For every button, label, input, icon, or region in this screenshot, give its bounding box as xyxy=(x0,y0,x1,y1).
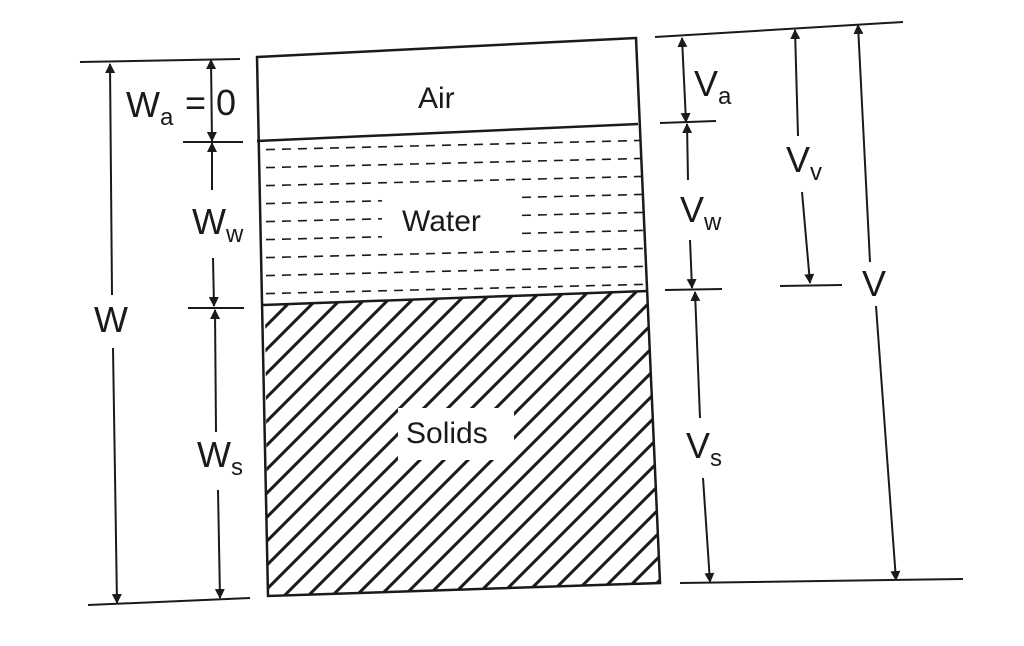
weight-solids-arrow-bottom xyxy=(214,489,225,599)
weight-total-arrow-bottom xyxy=(111,347,122,604)
solids-hatch-line xyxy=(580,292,660,595)
solids-hatch-line xyxy=(265,292,530,595)
volume-solids-arrow-top xyxy=(690,291,701,419)
solids-hatch-line xyxy=(532,292,660,595)
solids-hatch-line xyxy=(0,280,96,610)
volume-air-arrow xyxy=(677,37,691,123)
volume-voids-arrow-top xyxy=(790,29,801,137)
volume-total-label: V xyxy=(862,263,886,304)
soil-column xyxy=(255,36,662,598)
volume-water-arrow-bottom xyxy=(686,239,697,289)
volume-water-arrow-top xyxy=(682,123,693,181)
weight-air-label: Wa xyxy=(126,84,174,131)
water-solids-boundary xyxy=(262,289,649,307)
weight-water-label: Ww xyxy=(192,201,244,248)
solids-hatch-line xyxy=(265,292,410,595)
solids-hatch-line xyxy=(412,292,660,595)
weight-water-arrow-bottom xyxy=(208,257,219,307)
volume-solids-arrow-bottom xyxy=(702,477,715,583)
volume-voids-label: Vv xyxy=(786,139,822,186)
solids-hatch-line xyxy=(0,280,24,610)
solids-hatch-line xyxy=(726,280,1024,610)
solids-hatch-line xyxy=(265,292,434,595)
weight-air-arrow xyxy=(206,59,217,142)
solids-hatch-line xyxy=(265,292,554,595)
volume-dimensions xyxy=(654,21,964,584)
weight-solids-arrow-top xyxy=(210,309,221,433)
solids-hatch-line xyxy=(388,292,660,595)
volume-water-label: Vw xyxy=(680,189,722,236)
solids-hatch-line xyxy=(364,292,660,595)
volume-voids-arrow-bottom xyxy=(801,191,815,284)
solids-hatch-line xyxy=(628,292,660,595)
weight-air-zero: = 0 xyxy=(185,82,236,123)
weight-total-arrow-top xyxy=(105,63,116,296)
column-outline xyxy=(255,36,662,598)
weight-bottom-extension xyxy=(87,597,251,606)
solids-hatch-line xyxy=(460,292,660,595)
volume-bottom-extension xyxy=(679,578,964,584)
phase-label-solids: Solids xyxy=(406,417,488,450)
solids-hatch-line xyxy=(436,292,660,595)
volume-total-arrow-bottom xyxy=(875,305,901,581)
solids-hatch-line xyxy=(265,292,506,595)
solids-hatch-line xyxy=(678,280,1008,610)
solids-hatch-line xyxy=(265,292,290,595)
solids-hatch-line xyxy=(0,280,72,610)
volume-water-solids-extension xyxy=(664,288,723,291)
water-label-backing xyxy=(382,190,516,242)
volume-air-water-extension xyxy=(659,120,717,124)
water-hatching xyxy=(259,139,647,295)
weight-solids-label: Ws xyxy=(197,434,243,481)
weight-total-label: W xyxy=(94,299,128,340)
solids-hatch-line xyxy=(484,292,660,595)
phase-label-water: Water xyxy=(402,205,481,238)
air-water-boundary xyxy=(256,122,639,143)
solids-hatch-line xyxy=(265,292,338,595)
volume-top-extension xyxy=(654,21,904,38)
volume-air-label: Va xyxy=(694,63,732,110)
weight-dimensions xyxy=(79,58,251,606)
solids-hatch-line xyxy=(265,292,386,595)
phase-label-air: Air xyxy=(418,82,455,115)
solids-hatch-line xyxy=(0,280,168,610)
solids-hatch-line xyxy=(265,292,458,595)
weight-top-extension xyxy=(79,58,241,63)
solids-hatch-line xyxy=(0,280,48,610)
solids-hatch-line xyxy=(702,280,1024,610)
volume-total-arrow-top xyxy=(853,24,871,263)
solids-label-backing xyxy=(398,408,514,460)
solids-hatch-line xyxy=(508,292,660,595)
volume-solids-label: Vs xyxy=(686,425,722,472)
volume-voids-extension xyxy=(779,284,843,287)
solids-hatch-line xyxy=(265,292,362,595)
solids-hatch-line xyxy=(265,292,482,595)
solids-hatching xyxy=(0,280,1024,610)
solids-hatch-line xyxy=(556,292,660,595)
